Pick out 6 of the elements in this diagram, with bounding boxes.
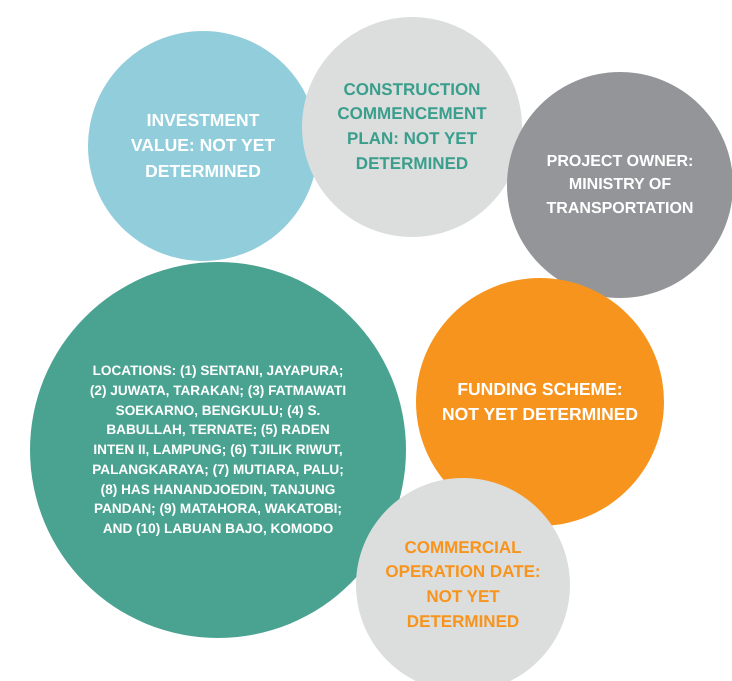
- circle-text: LOCATIONS: (1) SENTANI, JAYAPURA; (2) JUWATA, TARAKAN; (3) FATMAWATI SOEKARNO, BENGKULU; (4) S. BABULLAH, TERNATE; (5) RADEN INTEN II, LAMPUNG; (6) TJILIK RIWUT, PALANGKARAYA; (7) MUTIARA, PALU; (8) HAS HANANDJOEDIN, TANJUNG PANDAN; (9) MATAHORA, WAKATOBI; AND (10) LABUAN BAJO, KOMODO: [88, 362, 348, 538]
- circle-text: INVESTMENT VALUE: NOT YET DETERMINED: [130, 108, 276, 183]
- circle-text: PROJECT OWNER: MINISTRY OF TRANSPORTATION: [546, 152, 694, 219]
- circle-text: FUNDING SCHEME: NOT YET DETERMINED: [440, 378, 640, 426]
- circle-text: COMMERCIAL OPERATION DATE: NOT YET DETERMINED: [384, 536, 542, 633]
- circle-text: CONSTRUCTION COMMENCEMENT PLAN: NOT YET DETERMINED: [336, 78, 488, 175]
